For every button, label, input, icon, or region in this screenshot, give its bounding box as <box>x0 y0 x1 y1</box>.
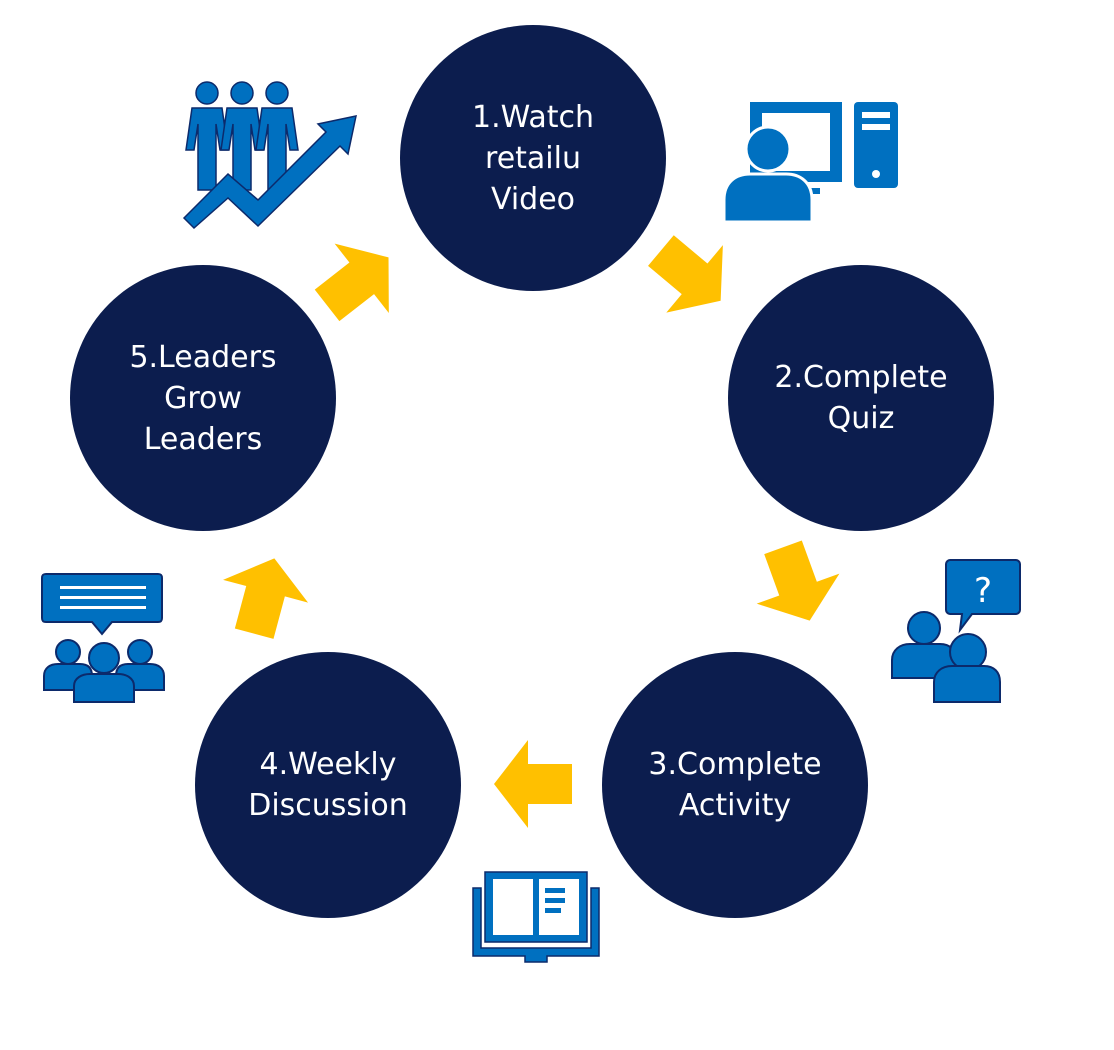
step-circle-complete-activity: 3.Complete Activity <box>602 652 868 918</box>
step-text: Video <box>490 181 576 217</box>
step-circle-weekly-discussion: 4.Weekly Discussion <box>195 652 461 918</box>
discussion-group-icon <box>41 573 165 703</box>
step-text: 4.Weekly <box>259 747 397 782</box>
question-people-icon: ? <box>891 559 1021 703</box>
step-text: Leaders <box>143 421 263 457</box>
step-text: Quiz <box>827 401 895 436</box>
computer-user-icon <box>722 102 898 224</box>
step-text: Activity <box>678 788 792 823</box>
growth-people-icon <box>182 81 357 230</box>
step-circle-complete-quiz: 2.Complete Quiz <box>728 265 994 531</box>
step-circle-leaders-grow-leaders: 5.Leaders Grow Leaders <box>70 265 336 531</box>
step-text: 1.Watch <box>471 99 595 135</box>
svg-text:?: ? <box>974 571 992 611</box>
step-text: retailu <box>485 140 581 176</box>
arrow-5-to-1 <box>314 243 389 322</box>
step-text: 2.Complete <box>774 360 948 395</box>
step-text: 3.Complete <box>648 747 822 782</box>
open-book-icon <box>472 871 600 963</box>
step-text: Grow <box>164 380 242 416</box>
arrow-3-to-4 <box>494 740 572 828</box>
step-text: Discussion <box>248 788 408 823</box>
arrow-1-to-2 <box>648 235 723 313</box>
step-text: 5.Leaders <box>129 339 277 375</box>
step-circle-watch-video: 1.Watch retailu Video <box>400 25 666 291</box>
arrow-2-to-3 <box>756 540 840 621</box>
arrow-4-to-5 <box>223 558 309 639</box>
